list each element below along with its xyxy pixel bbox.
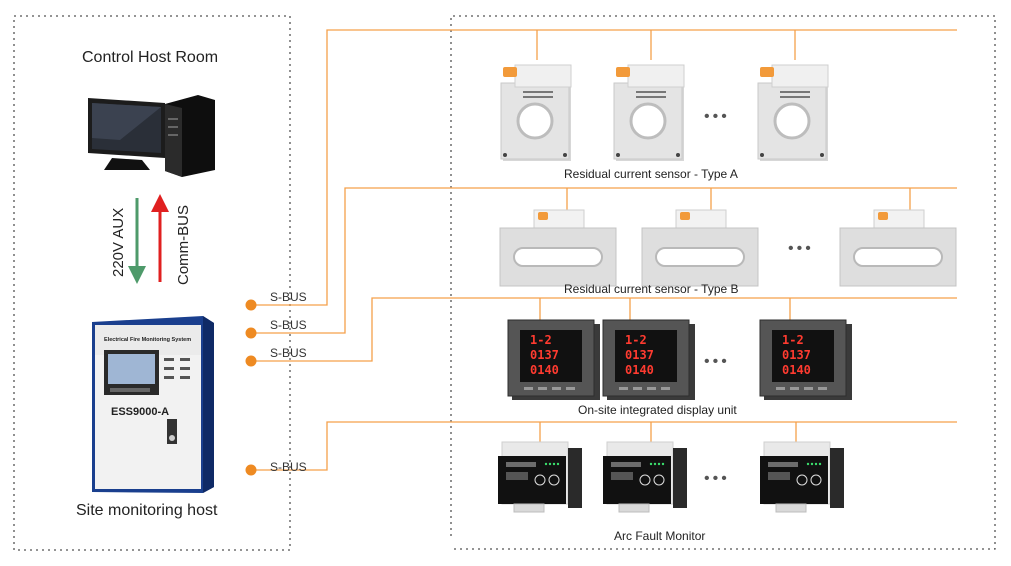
meter-reading-text: 1-2 [530, 333, 552, 347]
meter-reading-text: 0140 [782, 363, 811, 377]
comm-bus-label: Comm-BUS [175, 204, 192, 285]
meter-reading-text: 0137 [625, 348, 654, 362]
meter-reading-text: 0140 [625, 363, 654, 377]
arc-fault-monitor-icon [603, 441, 687, 513]
arc-fault-monitor-icon [498, 441, 582, 513]
bus-label-3: S-BUS [270, 346, 307, 360]
bus-label-4: S-BUS [270, 460, 307, 474]
comm-arrow-head [151, 194, 169, 212]
aux-power-label: 220V AUX [110, 207, 127, 277]
site-host-caption: Site monitoring host [76, 502, 218, 519]
rect-ct-sensor-icon [641, 209, 759, 287]
site-host-cabinet-icon [92, 316, 214, 493]
control-host-room-title: Control Host Room [82, 49, 219, 66]
bus-label-2: S-BUS [270, 318, 307, 332]
round-ct-sensor-icon [500, 64, 572, 161]
row4-ellipsis: ••• [704, 470, 730, 487]
rect-ct-sensor-icon [839, 209, 957, 287]
meter-reading-text: 0137 [782, 348, 811, 362]
bus-wire-2 [252, 187, 957, 334]
round-ct-sensor-icon [757, 64, 829, 161]
bus-dot-3 [245, 355, 257, 367]
bus-wire-1 [252, 29, 957, 306]
meter-reading-text: 0137 [530, 348, 559, 362]
bus-dot-2 [245, 327, 257, 339]
bus-label-1: S-BUS [270, 290, 307, 304]
bus-wire-3 [252, 297, 957, 362]
left-panel-border [13, 15, 291, 551]
computer-icon [88, 95, 215, 177]
round-ct-sensor-icon [613, 64, 685, 161]
aux-arrow-head [128, 266, 146, 284]
meter-reading-text: 0140 [530, 363, 559, 377]
rect-ct-sensor-icon [499, 209, 617, 287]
bus-dot-1 [245, 299, 257, 311]
bus-dot-4 [245, 464, 257, 476]
bus-wire-4 [252, 421, 957, 471]
host-model-label: ESS9000-A [111, 406, 170, 418]
right-panel-border [450, 15, 996, 550]
meter-reading-text: 1-2 [625, 333, 647, 347]
row1-ellipsis: ••• [704, 108, 730, 125]
host-brand-label: Electrical Fire Monitoring System [104, 337, 192, 343]
row2-caption: Residual current sensor - Type B [564, 282, 739, 296]
arc-fault-monitor-icon [760, 441, 844, 513]
row1-caption: Residual current sensor - Type A [564, 167, 738, 181]
row4-caption: Arc Fault Monitor [614, 529, 706, 543]
row3-caption: On-site integrated display unit [578, 403, 737, 417]
row2-ellipsis: ••• [788, 240, 814, 257]
row3-ellipsis: ••• [704, 353, 730, 370]
meter-reading-text: 1-2 [782, 333, 804, 347]
